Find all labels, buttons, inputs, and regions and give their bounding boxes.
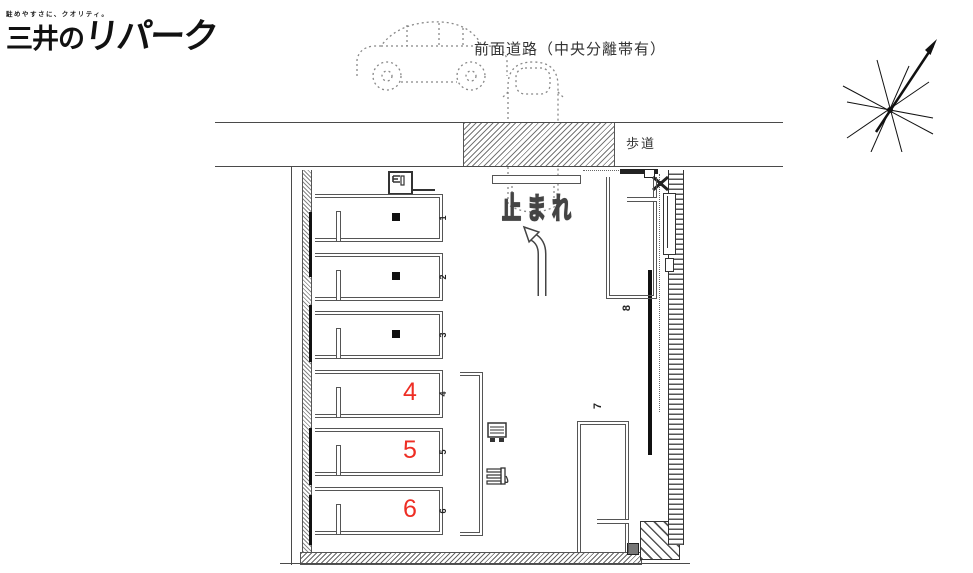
right-wall-bar bbox=[648, 270, 652, 455]
space-outline bbox=[315, 194, 443, 242]
lock-plate-icon bbox=[392, 213, 400, 221]
parking-space-8 bbox=[606, 177, 657, 299]
space-outline bbox=[606, 177, 657, 299]
space-outline bbox=[315, 311, 443, 359]
parking-space-6: 6 6 bbox=[315, 487, 448, 535]
signboard bbox=[663, 193, 676, 255]
stop-char-2: ま bbox=[526, 193, 546, 227]
lot-boundary-bottom bbox=[280, 563, 690, 564]
logo-brand: 三井のリパーク bbox=[6, 17, 219, 56]
bracket-outline-inner bbox=[460, 375, 480, 533]
space-number-red: 4 bbox=[403, 378, 417, 406]
bracket-outline bbox=[460, 372, 483, 536]
sidewalk-label: 歩道 bbox=[626, 136, 657, 151]
space-outline bbox=[315, 487, 443, 535]
signboard-small bbox=[665, 258, 674, 272]
space-number-red: 5 bbox=[403, 436, 417, 464]
parking-space-5: 5 5 bbox=[315, 428, 448, 476]
wall-bar bbox=[309, 495, 312, 545]
dotted-car-rear-icon bbox=[502, 61, 564, 213]
dotted-guide-horizontal bbox=[583, 170, 619, 171]
wheel-stop bbox=[336, 211, 341, 242]
space-outline bbox=[315, 370, 443, 418]
stop-road-marking: 止 ま れ bbox=[499, 186, 575, 227]
utility-box-bottom bbox=[627, 543, 639, 555]
space-number-red: 6 bbox=[403, 495, 417, 523]
sign-flag-icon bbox=[652, 175, 669, 192]
parking-space-3: 3 bbox=[315, 311, 448, 359]
corner-structure-hatch bbox=[640, 521, 680, 560]
space-divider bbox=[597, 519, 629, 524]
space-outline-inner bbox=[315, 314, 440, 356]
space-number: 8 bbox=[621, 304, 634, 312]
wall-bar bbox=[309, 305, 312, 362]
space-outline bbox=[315, 428, 443, 476]
stop-char-1: 止 bbox=[501, 193, 521, 227]
space-number: 6 bbox=[438, 508, 448, 514]
logo-brand-prefix: 三井の bbox=[6, 24, 85, 54]
parking-space-7 bbox=[577, 421, 629, 553]
logo-brand-main: リパーク bbox=[81, 17, 219, 56]
utility-box bbox=[644, 169, 655, 178]
space-divider bbox=[627, 197, 657, 202]
dotted-guide-vertical bbox=[659, 174, 660, 412]
wheel-stop bbox=[336, 328, 341, 359]
parking-space-4: 4 4 bbox=[315, 370, 448, 418]
lock-plate-icon bbox=[392, 330, 400, 338]
pay-machine-icon bbox=[388, 171, 413, 195]
road-edge-top bbox=[215, 122, 783, 123]
space-outline-inner bbox=[315, 431, 440, 473]
space-outline-inner bbox=[315, 373, 440, 415]
aisle-bracket bbox=[460, 372, 483, 536]
signboard-inner-line bbox=[667, 196, 670, 248]
space-number: 5 bbox=[438, 449, 448, 455]
space-outline-inner bbox=[609, 177, 654, 296]
space-outline bbox=[577, 421, 629, 553]
space-number: 3 bbox=[438, 332, 448, 338]
wheel-stop bbox=[336, 504, 341, 535]
repark-logo: 駐めやすさに、クオリティ。 三井のリパーク bbox=[6, 8, 219, 56]
space-outline-inner bbox=[580, 424, 626, 553]
wall-bar bbox=[309, 212, 312, 277]
parking-space-2: 2 bbox=[315, 253, 448, 301]
pipe-icon bbox=[411, 176, 435, 191]
wheel-stop bbox=[336, 270, 341, 301]
dotted-car-side-icon bbox=[356, 21, 508, 91]
entrance-crossing-hatch bbox=[463, 123, 615, 166]
comb-sign-icon bbox=[486, 467, 509, 485]
logo-tagline: 駐めやすさに、クオリティ。 bbox=[6, 11, 110, 18]
wheel-stop bbox=[336, 387, 341, 418]
lot-boundary-left bbox=[291, 167, 292, 565]
entrance-line-bar bbox=[492, 175, 581, 184]
parking-space-1: 1 bbox=[315, 194, 448, 242]
space-number: 2 bbox=[438, 274, 448, 280]
space-outline-inner bbox=[315, 490, 440, 532]
road-edge-bottom bbox=[215, 166, 783, 167]
equipment-icon bbox=[487, 422, 507, 442]
space-number: 7 bbox=[592, 402, 605, 410]
stop-char-3: れ bbox=[551, 193, 571, 227]
gate-bar bbox=[620, 169, 658, 174]
space-outline bbox=[315, 253, 443, 301]
north-compass-icon bbox=[842, 39, 937, 152]
wall-bar bbox=[309, 428, 312, 485]
space-outline-inner bbox=[315, 256, 440, 298]
wheel-stop bbox=[336, 445, 341, 476]
space-outline-inner bbox=[315, 197, 440, 239]
front-road-label: 前面道路（中央分離帯有） bbox=[474, 41, 667, 58]
lock-plate-icon bbox=[392, 272, 400, 280]
space-number: 4 bbox=[438, 391, 448, 397]
space-number: 1 bbox=[438, 215, 448, 221]
entrance-arrow-icon bbox=[522, 225, 547, 296]
